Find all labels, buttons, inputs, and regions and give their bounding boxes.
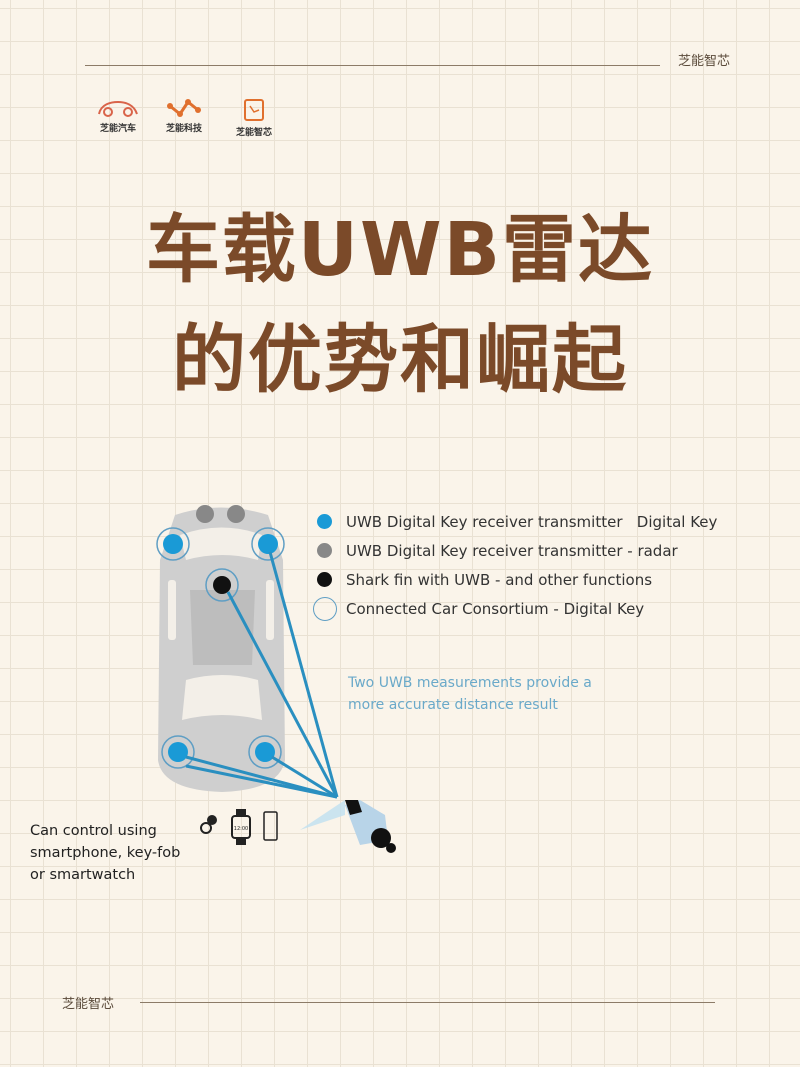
control-line: Can control using <box>30 823 157 839</box>
footer-brand: 芝能智芯 <box>62 997 115 1012</box>
page-title-line2: 的优势和崛起 <box>172 317 628 403</box>
uwb-anchor <box>255 742 275 762</box>
legend-label: Shark fin with UWB - and other functions <box>346 570 653 589</box>
person-icon <box>345 800 396 853</box>
legend-item-shark-fin: Shark fin with UWB - and other functions <box>313 565 717 594</box>
shark-fin <box>213 576 231 594</box>
legend-item-uwb-radar: UWB Digital Key receiver transmitter - r… <box>313 536 717 565</box>
logo-zhineng-tech: 芝能科技 <box>154 98 214 138</box>
uwb-anchor <box>163 534 183 554</box>
legend-label: UWB Digital Key receiver transmitter Dig… <box>346 512 718 531</box>
black-dot-icon <box>317 572 332 587</box>
ring-icon <box>313 596 337 621</box>
radar-sensor <box>196 505 214 523</box>
radar-sensor <box>227 505 245 523</box>
chip-logo-icon <box>244 99 264 121</box>
header-brand: 芝能智芯 <box>678 54 731 69</box>
control-line: smartphone, key-fob <box>30 845 181 861</box>
header-rule <box>85 65 660 66</box>
note-line: more accurate distance result <box>348 697 558 713</box>
footer-rule <box>140 1002 715 1003</box>
logo-row: 芝能汽车 芝能科技 芝能智芯 <box>88 98 284 138</box>
key-fob-icon <box>200 815 217 834</box>
logo-label: 芝能智芯 <box>235 128 272 138</box>
control-note: Can control using smartphone, key-fob or… <box>30 820 180 886</box>
gray-dot-icon <box>317 543 332 558</box>
measurement-lines <box>185 551 339 799</box>
logo-label: 芝能汽车 <box>99 124 136 134</box>
svg-text:12:00: 12:00 <box>234 826 248 832</box>
uwb-anchor <box>168 742 188 762</box>
car-logo-icon <box>98 100 138 117</box>
page-title-line1: 车载UWB雷达 <box>145 207 655 293</box>
smartwatch-icon: 12:00 <box>231 809 251 845</box>
note-line: Two UWB measurements provide a <box>348 675 592 691</box>
legend: UWB Digital Key receiver transmitter Dig… <box>313 507 717 623</box>
control-line: or smartwatch <box>30 867 136 883</box>
uwb-anchor <box>258 534 278 554</box>
legend-item-ccc: Connected Car Consortium - Digital Key <box>313 594 717 623</box>
measurement-note: Two UWB measurements provide a more accu… <box>348 672 592 716</box>
car-windows <box>168 527 274 720</box>
blue-dot-icon <box>317 514 332 529</box>
logo-zhineng-chip: 芝能智芯 <box>224 98 284 138</box>
car-diagram: 12:00 <box>156 505 396 853</box>
legend-item-uwb-key: UWB Digital Key receiver transmitter Dig… <box>313 507 717 536</box>
smartphone-icon <box>263 811 278 841</box>
logo-zhineng-auto: 芝能汽车 <box>88 98 148 138</box>
logo-label: 芝能科技 <box>165 124 202 134</box>
legend-label: UWB Digital Key receiver transmitter - r… <box>346 541 678 560</box>
legend-label: Connected Car Consortium - Digital Key <box>346 599 645 618</box>
network-logo-icon <box>167 99 201 117</box>
